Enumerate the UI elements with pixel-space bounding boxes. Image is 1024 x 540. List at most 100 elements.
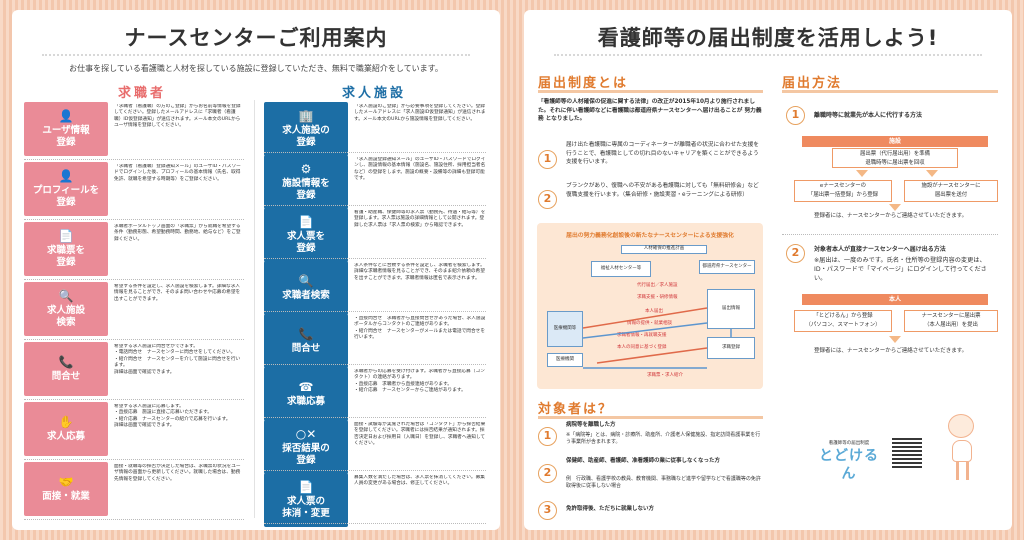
diagram-arrows xyxy=(582,307,732,369)
target-3-title: 免許取得後、ただちに就業しない方 xyxy=(566,506,655,512)
diagram-box-nurse-center: 都道府県ナースセンター xyxy=(699,260,755,274)
step-divider xyxy=(264,258,486,259)
mascot-body xyxy=(952,440,972,462)
diagram-label-1: 代行届出／求人施設 xyxy=(637,283,678,288)
step-divider xyxy=(264,417,486,418)
step-divider xyxy=(264,470,486,471)
step-description: 求職者ポータルトップ画面の「求職票」から就職を希望する条件（勤務形態、希望勤務時… xyxy=(114,224,241,242)
phone-icon: ☎ xyxy=(298,379,314,394)
about-point-1-number: 1 xyxy=(538,150,557,169)
facility-step-3-card: 📄求人票を 登録 xyxy=(264,208,348,262)
qr-code xyxy=(892,438,922,468)
method-1-arrow-c xyxy=(889,204,901,211)
method-1-arrow-a xyxy=(856,170,868,177)
jobseeker-step-6-card: ✋求人応募 xyxy=(24,402,108,456)
search-icon: 🔍 xyxy=(58,288,74,303)
facility-step-8-card: 📄求人票の 抹消・変更 xyxy=(264,473,348,527)
hand-icon: ✋ xyxy=(58,414,74,429)
method-2-note: 登録者には、ナースセンターからご連絡させていただきます。 xyxy=(814,348,968,354)
step-description: 希望する条件を設定し、求人施設を検索します。詳細な求人情報を見ることができ、その… xyxy=(114,284,241,302)
jobseeker-column-heading: 求職者 xyxy=(117,86,166,101)
step-label: 求職者検索 xyxy=(282,289,330,301)
target-1-text: ※「病院等」とは、病院・診療所、助産所、介護老人保健施設、指定訪問看護事業を行う… xyxy=(566,432,761,445)
target-heading-bar xyxy=(538,416,763,419)
method-2-number: 2 xyxy=(786,244,805,263)
facility-column-heading: 求人施設 xyxy=(341,86,406,101)
target-heading: 対象者は？ xyxy=(538,402,614,417)
step-label: 求職応募 xyxy=(286,395,325,407)
facility-step-6-card: ☎求職応募 xyxy=(264,367,348,421)
step-label: 施設情報を 登録 xyxy=(282,177,330,201)
jobseeker-step-1-card: 👤ユーザ情報 登録 xyxy=(24,102,108,156)
diagram-label-7: 求職票・求人紹介 xyxy=(647,373,683,378)
step-description: 「求職者（看護職）の方のご登録」からお名前等情報を登録してください。登録したメー… xyxy=(114,104,241,129)
step-label: ユーザ情報 登録 xyxy=(42,124,90,148)
method-1-box-c: 施設がナースセンターに 届出票を送付 xyxy=(904,180,998,202)
step-divider xyxy=(24,339,244,340)
step-label: 求職票を 登録 xyxy=(46,244,85,268)
method-1-ribbon: 施設 xyxy=(802,136,988,147)
method-heading-bar xyxy=(782,90,998,93)
todokerun-logo: とどけるん xyxy=(819,448,879,482)
facility-step-2-card: ⚙施設情報を 登録 xyxy=(264,155,348,209)
step-description: 募集人数を満たした場合は、求人票を抹消してください。募集人員の変更がある場合は、… xyxy=(354,475,485,487)
method-2-box-a: 「とどけるん」から登録 （パソコン、スマートフォン） xyxy=(794,310,892,332)
mascot-leg xyxy=(966,462,969,480)
method-1-number: 1 xyxy=(786,106,805,125)
about-heading-bar xyxy=(538,90,763,93)
nurse-center-guide-panel: ナースセンターご利用案内 お仕事を探している看護職と人材を探している施設に登録し… xyxy=(12,10,500,530)
phone-icon: 📞 xyxy=(298,326,314,341)
building-icon: 🏢 xyxy=(298,108,314,123)
document-icon: 📄 xyxy=(58,228,74,243)
step-divider xyxy=(24,459,244,460)
person-icon: 👤 xyxy=(58,108,74,123)
step-description: 求職者からの応募を受け付けます。求職者から直接応募（コンタクト）の連絡があります… xyxy=(354,369,485,394)
step-description: 面接・試験等が実施された場合は「コンタクト」から採否結果を登録してください。求職… xyxy=(354,422,486,447)
facility-step-1-card: 🏢求人施設の 登録 xyxy=(264,102,348,156)
step-divider xyxy=(264,364,486,365)
jobseeker-step-2-card: 👤プロフィールを 登録 xyxy=(24,162,108,216)
diagram-label-6: 本人の同意に基づく登録 xyxy=(617,345,667,350)
circle-cross-icon: ○✕ xyxy=(295,426,317,441)
step-label: 問合せ xyxy=(51,370,81,382)
step-label: プロフィールを 登録 xyxy=(32,184,100,208)
step-description: 求人条件などに合致する条件を設定し、求職者を検索します。詳細な求職者情報を見るこ… xyxy=(354,263,485,281)
facility-step-5-card: 📞問合せ xyxy=(264,314,348,368)
step-divider xyxy=(264,205,486,206)
jobseeker-step-3-card: 📄求職票を 登録 xyxy=(24,222,108,276)
method-1-box-b: eナースセンターの 「届出票一括登録」から登録 xyxy=(794,180,892,202)
about-point-2-number: 2 xyxy=(538,190,557,209)
method-1-note: 登録者には、ナースセンターからご連絡させていただきます。 xyxy=(814,213,968,219)
step-label: 問合せ xyxy=(291,342,321,354)
title-divider xyxy=(554,54,982,56)
target-1-title: 病院等を離職した方 xyxy=(566,422,616,428)
diagram-box-info: 届出情報 xyxy=(707,289,755,329)
step-label: 求人票を 登録 xyxy=(286,230,325,254)
diagram-label-4: 情報の提供・就業相談 xyxy=(627,321,672,326)
gear-icon: ⚙ xyxy=(300,161,312,176)
target-1-number: 1 xyxy=(538,427,557,446)
about-text: 「看護師等の人材確保の促進に関する法律」の改正が2015年10月より施行されまし… xyxy=(538,99,762,122)
mascot-leg xyxy=(956,462,959,480)
search-icon: 🔍 xyxy=(298,273,314,288)
about-point-1-text: 届け出た看護職に専属のコーディネーターが離職者の状況に合わせた支援を行うことで、… xyxy=(566,142,759,165)
notification-system-panel: 看護師等の届出制度を活用しよう! 届出制度とは 「看護師等の人材確保の促進に関す… xyxy=(524,10,1012,530)
target-2-title: 保健師、助産師、看護師、准看護師の業に従事しなくなった方 xyxy=(566,458,721,464)
step-description: 面接・就職等の採否が決定した場合は、求職票の状況をユーザ情報の画面から更新してく… xyxy=(114,464,241,482)
method-2-sub: ※届出は、一度のみです。氏名・住所等の登録内容の変更は、ID・パスワードで「マイ… xyxy=(814,257,987,282)
diagram-box-hospital: 医療機関 xyxy=(547,353,583,367)
diagram-label-5: 求職者情報・再就職支援 xyxy=(617,333,667,338)
diagram-box-welfare: 福祉人材センター等 xyxy=(591,261,651,277)
diagram-box-registration: 求職登録 xyxy=(707,337,755,359)
target-2-number: 2 xyxy=(538,464,557,483)
step-divider xyxy=(24,519,244,520)
method-divider xyxy=(782,234,998,235)
diagram-box-plan: 人材確保の推進計画 xyxy=(621,245,707,254)
logo-subtitle: 看護師等の届出制度 xyxy=(828,441,870,446)
diagram-box-medical: 医療機関等 xyxy=(547,311,583,347)
phone-icon: 📞 xyxy=(58,354,74,369)
step-divider xyxy=(264,311,486,312)
step-label: 求人票の 抹消・変更 xyxy=(282,495,330,519)
left-lead-text: お仕事を探している看護職と人材を探している施設に登録していただき、無料で職業紹介… xyxy=(69,64,443,73)
step-description: ・直接問合せ 求職者から直接問合せがあった場合、求人施設ポータルからコンタクトの… xyxy=(354,316,486,341)
